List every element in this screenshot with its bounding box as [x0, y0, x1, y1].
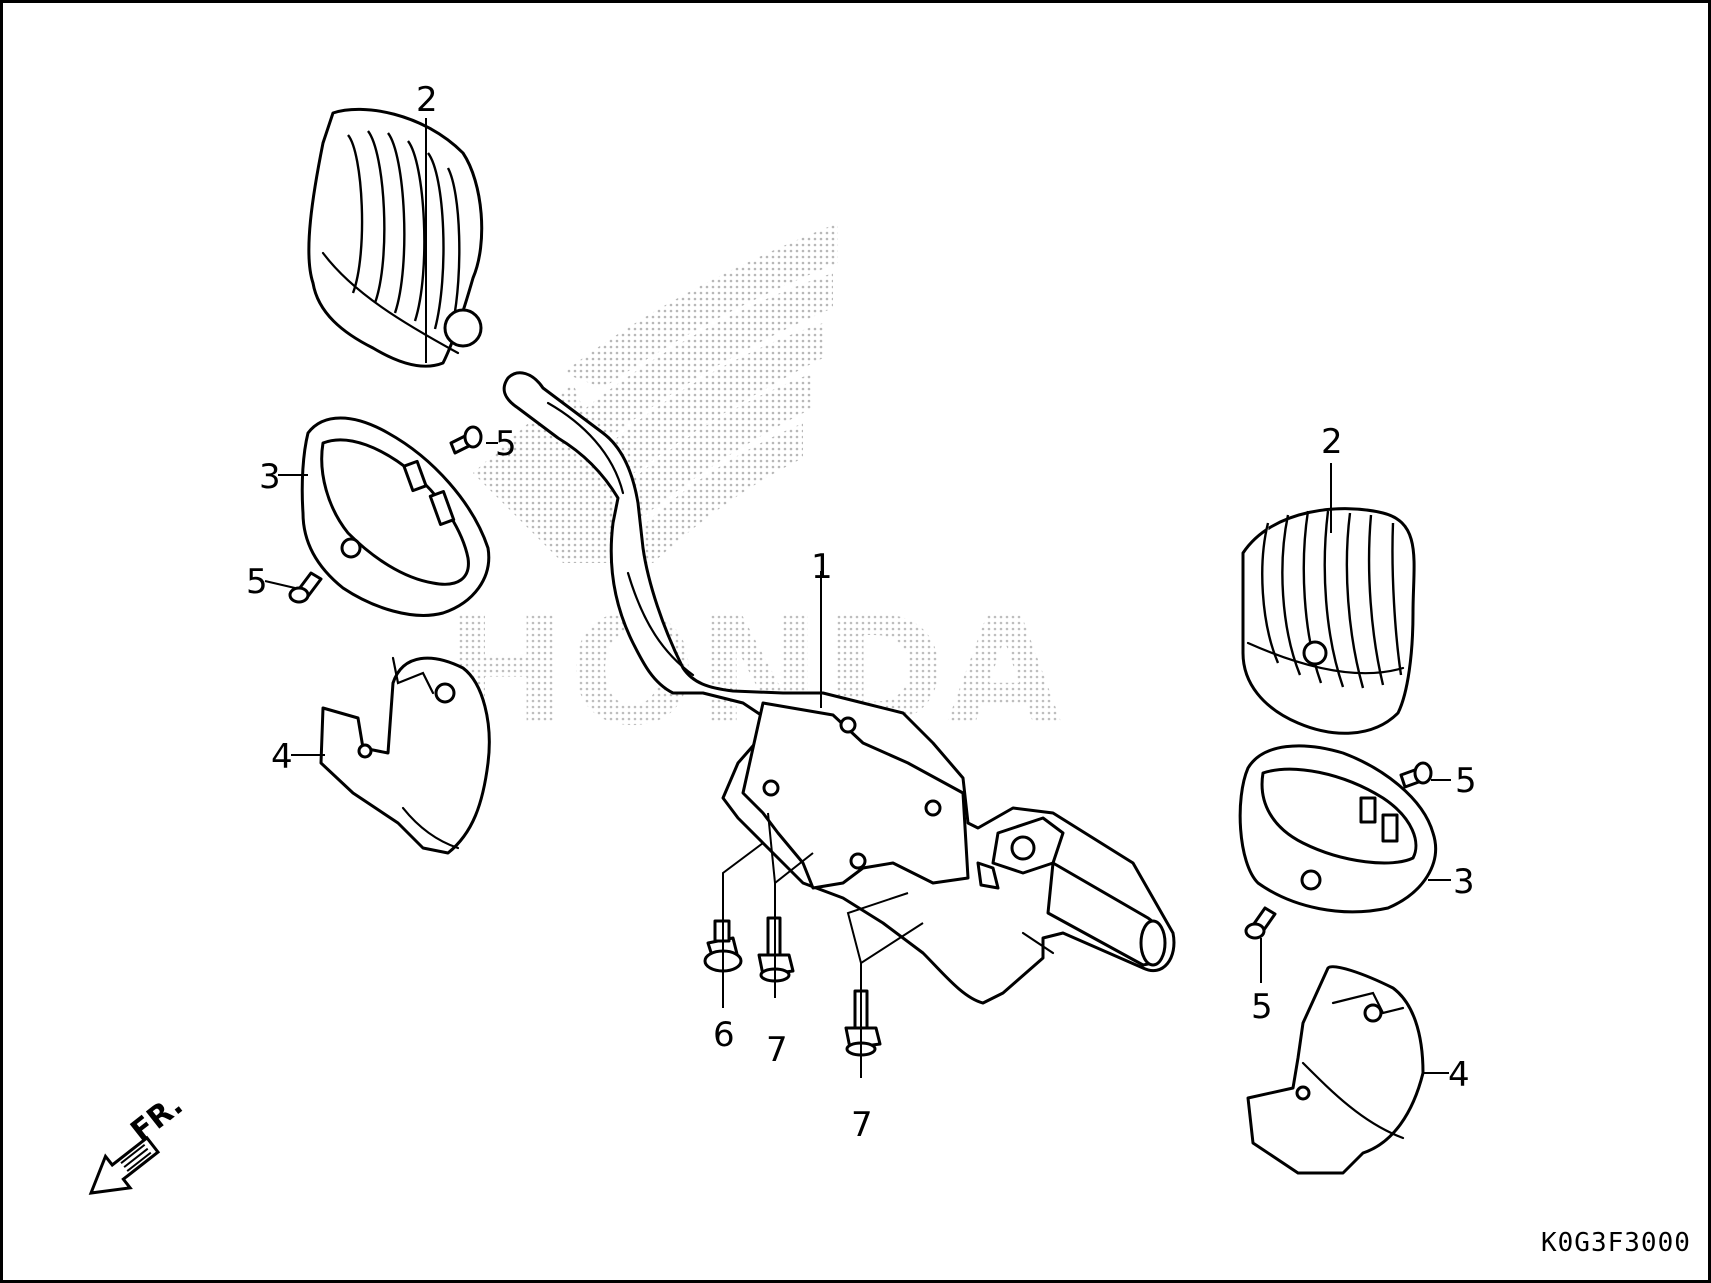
callout-1: 1	[811, 547, 833, 587]
callout-3-right: 3	[1453, 862, 1475, 902]
screw-left-lower	[288, 571, 323, 604]
callout-5-left-upper: 5	[495, 424, 517, 464]
honda-wing-watermark	[473, 223, 838, 563]
callout-4-right: 4	[1448, 1055, 1470, 1095]
footpeg-rubber-left	[307, 107, 484, 368]
screw-left-upper	[449, 425, 483, 455]
honda-watermark-text: HONDA	[443, 585, 1062, 759]
screw-right-lower	[1244, 906, 1277, 940]
callout-5-left-lower: 5	[246, 562, 268, 602]
step-bar	[502, 371, 1176, 1005]
bolt-right	[844, 989, 882, 1057]
leader-lines	[264, 118, 1451, 1078]
front-direction-arrow-icon	[88, 1135, 161, 1195]
footpeg-holder-left	[300, 416, 491, 617]
callout-7-center: 7	[766, 1030, 788, 1070]
drawing-code: K0G3F3000	[1541, 1228, 1691, 1258]
callout-4-left: 4	[271, 737, 293, 777]
callout-5-right-upper: 5	[1455, 761, 1477, 801]
front-direction-label: FR.	[124, 1088, 189, 1150]
callout-3-left: 3	[259, 457, 281, 497]
callout-6: 6	[713, 1015, 735, 1055]
cover-left	[319, 656, 491, 855]
diagram-canvas: HONDA	[88, 80, 1691, 1258]
cover-right	[1246, 965, 1425, 1175]
callout-2-right: 2	[1321, 422, 1343, 462]
callout-5-right-lower: 5	[1251, 987, 1273, 1027]
footpeg-holder-right	[1238, 744, 1438, 914]
screw-right-upper	[1399, 761, 1433, 789]
footpeg-rubber-right	[1241, 507, 1416, 735]
callout-2-left: 2	[416, 80, 438, 120]
callout-7-right: 7	[851, 1105, 873, 1145]
